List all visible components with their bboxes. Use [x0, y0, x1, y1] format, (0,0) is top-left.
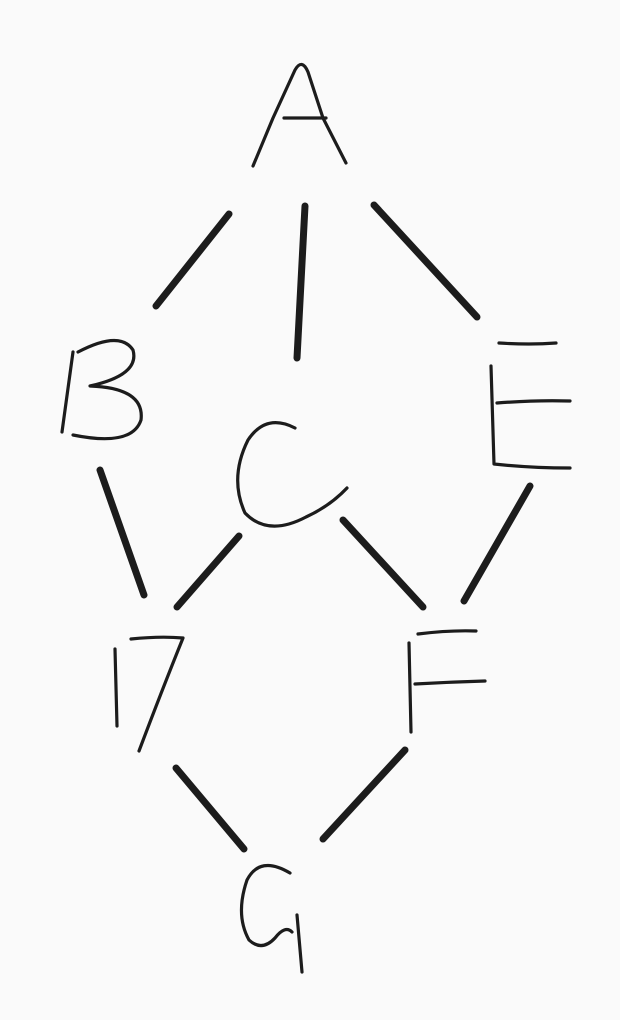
edge-d-g [172, 764, 248, 853]
node-b [60, 338, 143, 441]
edge-f-g [319, 746, 409, 843]
edge-c-f [339, 516, 427, 611]
node-g [239, 863, 304, 974]
node-a [251, 62, 348, 168]
node-e [489, 341, 572, 470]
edge-a-e [370, 201, 481, 321]
node-c [236, 421, 349, 528]
edge-c-d [173, 532, 243, 611]
node-d [113, 635, 185, 753]
edge-a-b [152, 210, 233, 310]
edge-b-d [96, 466, 148, 599]
node-f [407, 629, 487, 734]
edge-a-c [293, 202, 309, 362]
edges-group [96, 201, 534, 853]
edge-e-f [460, 482, 534, 605]
